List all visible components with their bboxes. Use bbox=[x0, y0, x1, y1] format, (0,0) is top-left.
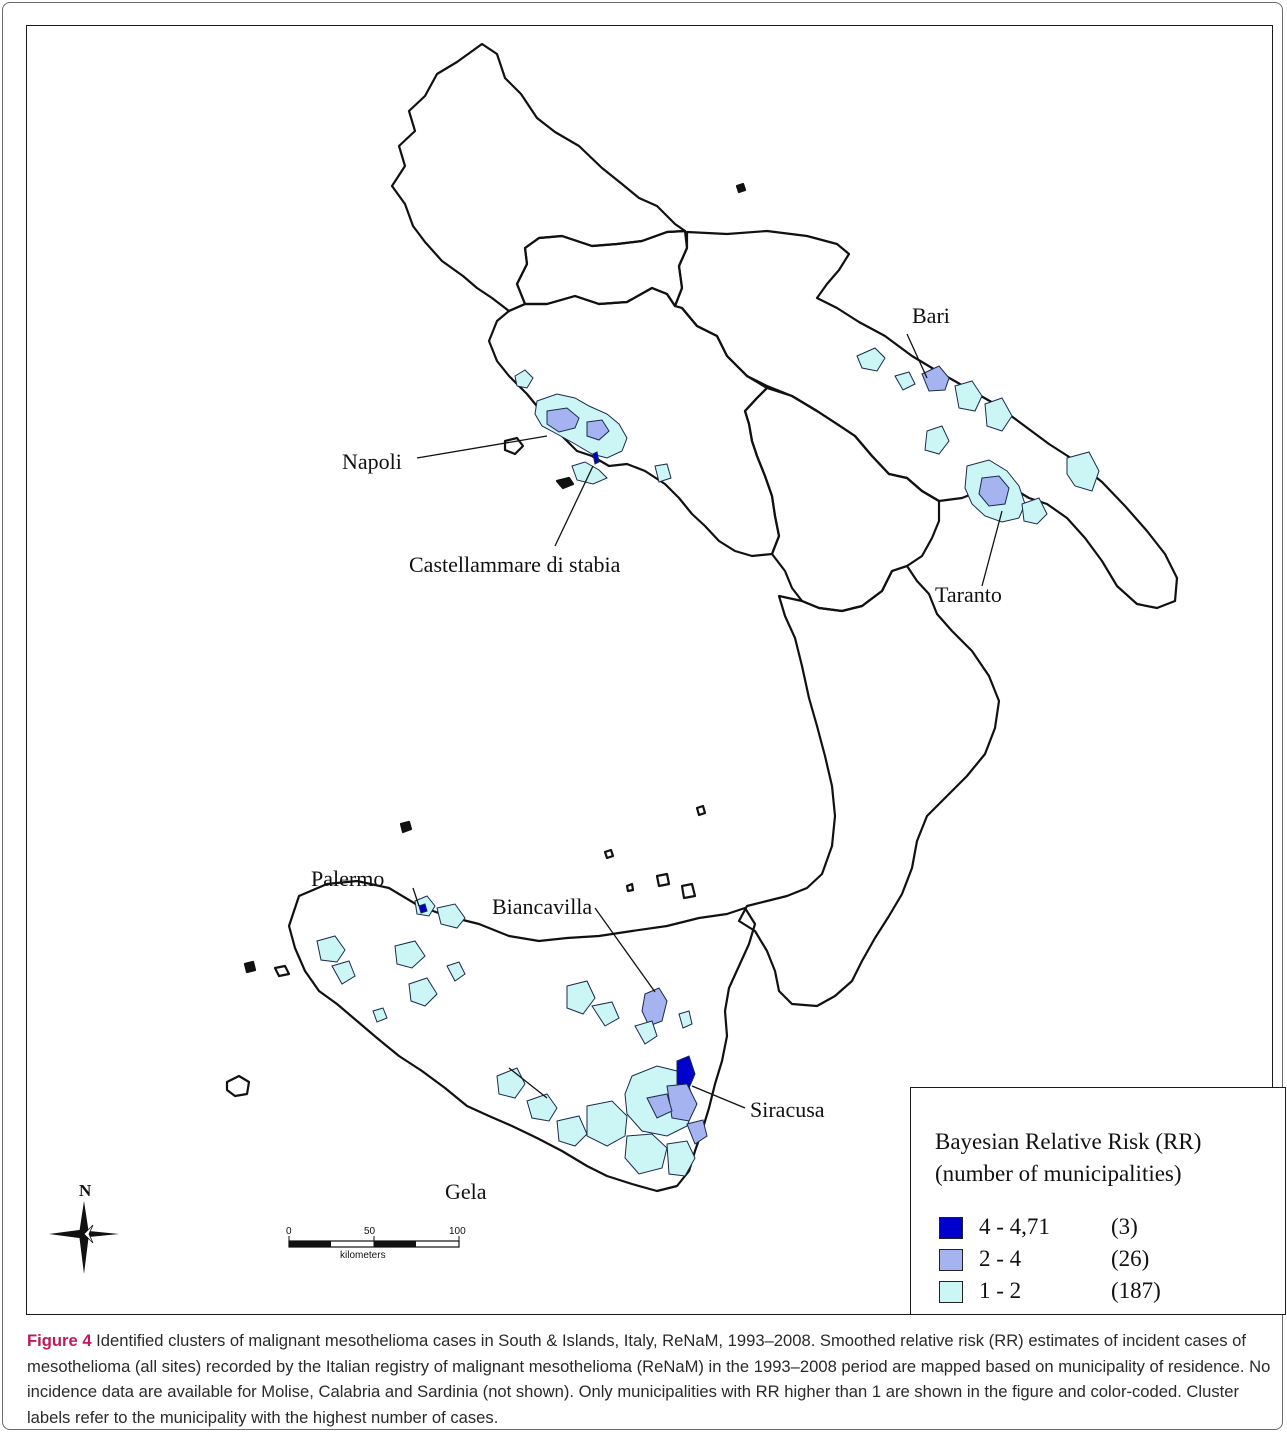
scale-tick-0: 0 bbox=[286, 1226, 292, 1237]
region-campania bbox=[487, 286, 781, 558]
region-calabria bbox=[737, 564, 1001, 1008]
north-arrow-label: N bbox=[79, 1181, 92, 1200]
legend-title: Bayesian Relative Risk (RR) (number of m… bbox=[935, 1126, 1201, 1190]
legend-title-line2: (number of municipalities) bbox=[935, 1161, 1182, 1186]
region-abruzzo bbox=[390, 42, 687, 313]
island-aeolian-2 bbox=[655, 872, 671, 888]
legend-class-mid: 2 - 4 (26) bbox=[935, 1245, 1275, 1275]
legend-swatch-low bbox=[939, 1281, 963, 1303]
island-aeolian-1 bbox=[695, 804, 707, 817]
region-puglia bbox=[673, 229, 1179, 610]
caption-text: Identified clusters of malignant mesothe… bbox=[27, 1331, 1271, 1427]
region-boundaries bbox=[225, 42, 1179, 1193]
legend-range-high: 4 - 4,71 bbox=[979, 1214, 1050, 1239]
label-gela: Gela bbox=[445, 1179, 487, 1204]
municipality-polygons bbox=[316, 347, 1100, 1177]
island-aeolian-4 bbox=[603, 848, 615, 860]
island-tremiti bbox=[735, 182, 747, 194]
scale-tick-50: 50 bbox=[364, 1226, 376, 1237]
label-siracusa: Siracusa bbox=[750, 1097, 825, 1122]
legend-class-high: 4 - 4,71 (3) bbox=[935, 1213, 1275, 1243]
figure-caption: Figure 4 Identified clusters of malignan… bbox=[27, 1328, 1277, 1430]
legend-count-low: (187) bbox=[1111, 1278, 1161, 1303]
label-leader-lines bbox=[412, 333, 1003, 1109]
label-bari: Bari bbox=[912, 303, 950, 328]
scale-unit: kilometers bbox=[340, 1250, 386, 1261]
legend-range-mid: 2 - 4 bbox=[979, 1246, 1022, 1271]
label-taranto: Taranto bbox=[935, 582, 1002, 607]
island-pantelleria bbox=[225, 1074, 251, 1098]
island-aeolian-3 bbox=[680, 882, 697, 900]
island-ustica bbox=[399, 820, 413, 834]
island-aeolian-5 bbox=[625, 882, 635, 893]
label-castellammare: Castellammare di stabia bbox=[409, 552, 621, 577]
region-molise bbox=[515, 229, 689, 308]
map-canvas: Bari Napoli Castellammare di stabia Tara… bbox=[49, 42, 1179, 1274]
label-palermo: Palermo bbox=[311, 866, 384, 891]
island-egadi-1 bbox=[243, 960, 257, 974]
legend-count-high: (3) bbox=[1111, 1214, 1138, 1239]
map-legend: Bayesian Relative Risk (RR) (number of m… bbox=[910, 1087, 1286, 1315]
legend-swatch-mid bbox=[939, 1249, 963, 1271]
legend-class-low: 1 - 2 (187) bbox=[935, 1277, 1275, 1307]
scale-tick-100: 100 bbox=[449, 1226, 466, 1237]
scale-bar: 0 50 100 kilometers bbox=[286, 1226, 466, 1261]
label-biancavilla: Biancavilla bbox=[492, 894, 592, 919]
island-egadi-2 bbox=[273, 964, 291, 978]
legend-range-low: 1 - 2 bbox=[979, 1278, 1022, 1303]
legend-title-line1: Bayesian Relative Risk (RR) bbox=[935, 1129, 1202, 1154]
island-capri bbox=[555, 476, 575, 490]
map-panel: Bari Napoli Castellammare di stabia Tara… bbox=[26, 25, 1286, 1315]
region-basilicata bbox=[743, 386, 941, 613]
figure-label: Figure 4 bbox=[27, 1331, 92, 1350]
legend-swatch-high bbox=[939, 1217, 963, 1239]
label-napoli: Napoli bbox=[342, 449, 402, 474]
region-sicilia bbox=[287, 879, 757, 1193]
north-arrow: N bbox=[49, 1181, 119, 1274]
legend-count-mid: (26) bbox=[1111, 1246, 1150, 1271]
